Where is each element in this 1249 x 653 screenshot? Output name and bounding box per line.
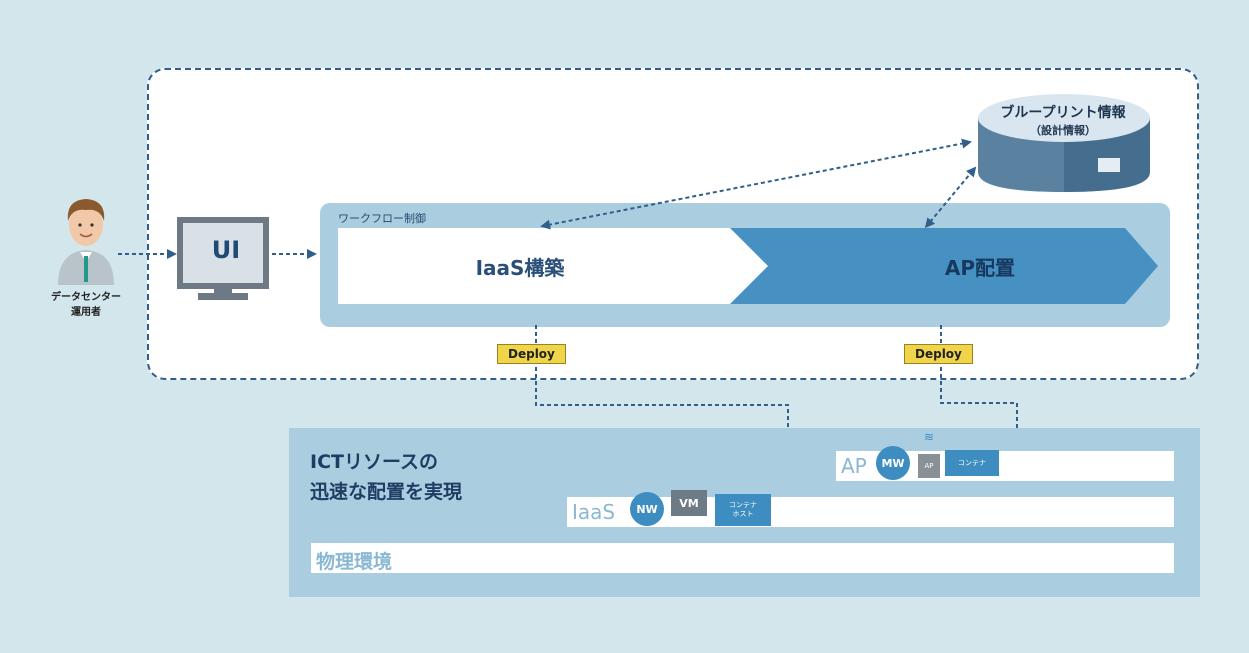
stage-iaas-label: IaaS構築 [475,256,565,280]
vm-icon: VM [671,490,707,516]
iaas-layer-label: IaaS [572,500,616,524]
stage-ap-label: AP配置 [944,256,1016,280]
ap-icon: AP [918,454,940,478]
deploy-badge-ap: Deploy [904,344,973,364]
iaas-layer-bar [567,497,1174,527]
blueprint-subtitle: （設計情報） [1030,124,1096,137]
operator-label-line2: 運用者 [71,307,101,318]
container-host-line2: ホスト [732,510,754,518]
ict-title: ICTリソースの 迅速な配置を実現 [310,447,462,507]
nw-icon: NW [630,492,664,526]
ui-label: UI [211,236,241,264]
container-host-icon: コンテナ ホスト [715,494,771,526]
ap-stage-arrow [730,228,1158,304]
container-icon: コンテナ [945,450,999,476]
monitor-icon [177,217,269,300]
blueprint-title: ブループリント情報 [1000,105,1126,121]
ict-title-line2: 迅速な配置を実現 [310,481,463,503]
container-host-line1: コンテナ [729,501,757,509]
wifi-icon: ≋ [924,430,935,444]
workflow-title: ワークフロー制御 [338,212,426,225]
ict-title-line1: ICTリソースの [310,451,439,473]
physical-layer-bar [311,543,1174,573]
physical-layer-label: 物理環境 [316,551,393,573]
operator-label-line1: データセンター [51,292,121,303]
deploy-badge-iaas: Deploy [497,344,566,364]
mw-icon: MW [876,446,910,480]
iaas-stage-arrow [338,228,770,304]
blueprint-database-icon [978,94,1150,192]
operator-label: データセンター 運用者 [36,290,136,320]
ap-layer-label: AP [841,454,867,478]
operator-icon [58,199,114,285]
